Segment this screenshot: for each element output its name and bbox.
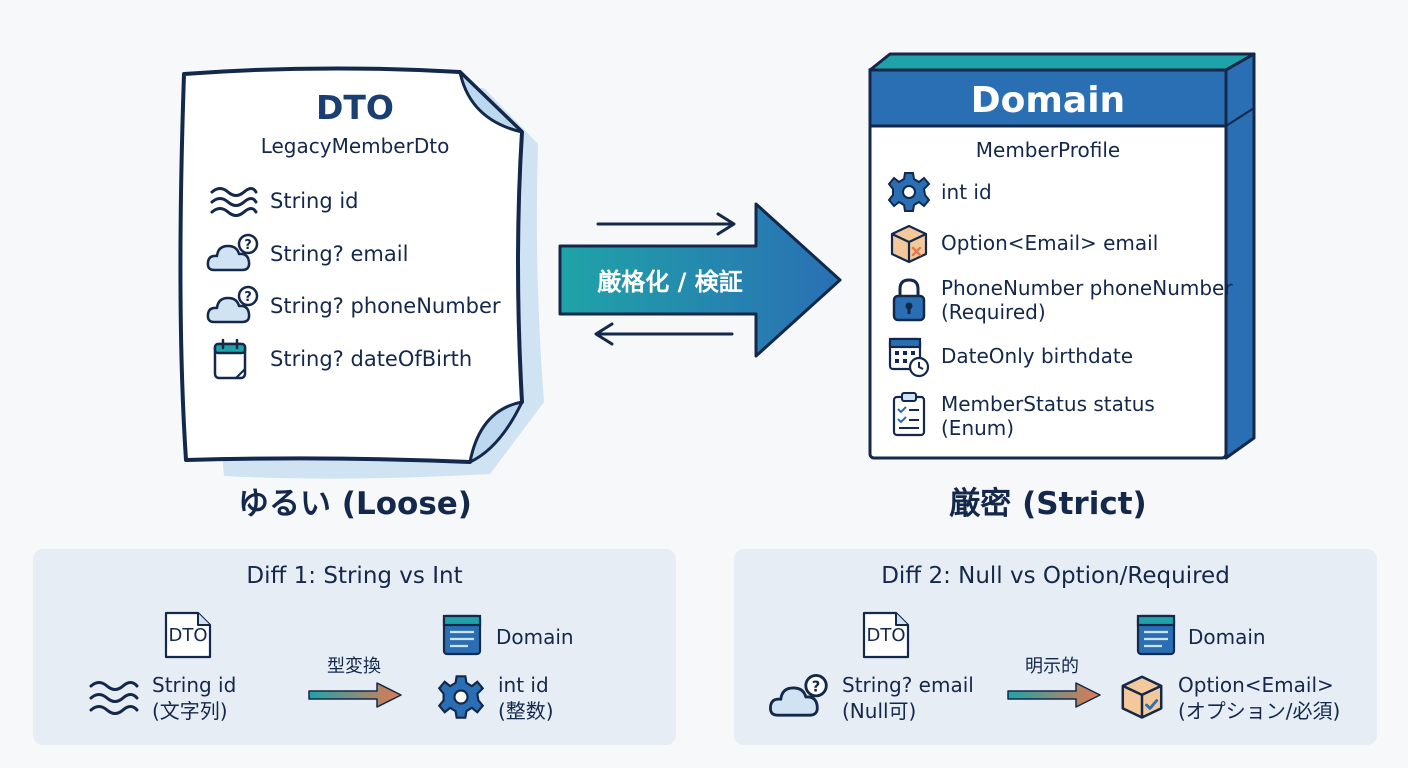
calendar-icon bbox=[213, 338, 247, 380]
box-check-icon bbox=[1121, 675, 1163, 719]
dto-document bbox=[178, 66, 544, 479]
diff2-to-line2: (オプション/必須) bbox=[1178, 699, 1341, 723]
doc-icon bbox=[862, 611, 910, 659]
dto-field-phone: String? phoneNumber bbox=[270, 294, 501, 318]
doc-icon bbox=[164, 611, 212, 659]
diff1-from-line2: (文字列) bbox=[152, 699, 228, 723]
dto-field-email: String? email bbox=[270, 242, 409, 266]
gear-icon bbox=[437, 675, 485, 719]
wave-icon bbox=[210, 187, 258, 217]
domain-field-phone-type: PhoneNumber phoneNumber bbox=[941, 276, 1233, 300]
diff2-to-text: Option<Email> (オプション/必須) bbox=[1178, 672, 1340, 724]
diff2-arrow bbox=[1007, 682, 1101, 708]
diff2-from-text: String? email (Null可) bbox=[842, 672, 974, 724]
svg-text:?: ? bbox=[812, 678, 821, 695]
transform-arrow bbox=[558, 202, 842, 358]
cloud-question-icon: ? bbox=[206, 233, 259, 272]
domain-box bbox=[868, 52, 1256, 460]
svg-text:?: ? bbox=[244, 238, 252, 253]
domain-field-phone: PhoneNumber phoneNumber (Required) bbox=[941, 276, 1233, 324]
diff2-panel bbox=[734, 549, 1377, 745]
diff2-to-tag: Domain bbox=[1188, 625, 1266, 649]
domain-field-phone-note: (Required) bbox=[941, 300, 1046, 324]
box-icon bbox=[890, 224, 928, 264]
domain-field-birthdate: DateOnly birthdate bbox=[941, 344, 1134, 368]
domain-field-status-note: (Enum) bbox=[941, 416, 1015, 440]
wave-icon bbox=[89, 681, 139, 715]
domain-field-id: int id bbox=[941, 180, 992, 204]
diff1-arrow bbox=[308, 682, 402, 708]
domain-field-email: Option<Email> email bbox=[941, 231, 1159, 255]
gear-icon bbox=[887, 172, 931, 212]
diff2-from-tag: DTO bbox=[866, 625, 906, 646]
diff1-from-tag: DTO bbox=[168, 625, 208, 646]
diff2-from-line1: String? email bbox=[842, 673, 974, 697]
diff1-to-text: int id (整数) bbox=[498, 672, 554, 724]
domain-icon bbox=[442, 614, 482, 656]
diff2-from-line2: (Null可) bbox=[842, 699, 917, 723]
diff1-from-line1: String id bbox=[152, 673, 237, 697]
dto-title: DTO bbox=[316, 88, 394, 127]
calendar-clock-icon bbox=[888, 337, 930, 378]
domain-icon bbox=[1136, 614, 1176, 656]
checklist-icon bbox=[892, 392, 926, 437]
diff2-title: Diff 2: Null vs Option/Required bbox=[881, 563, 1230, 589]
loose-caption: ゆるい (Loose) bbox=[238, 486, 472, 522]
diff1-to-tag: Domain bbox=[496, 625, 574, 649]
diff1-from-text: String id (文字列) bbox=[152, 672, 236, 724]
svg-text:?: ? bbox=[244, 290, 252, 305]
diff1-to-line1: int id bbox=[498, 673, 549, 697]
transform-label: 厳格化 / 検証 bbox=[597, 268, 743, 296]
dto-class-name: LegacyMemberDto bbox=[260, 134, 450, 158]
lock-icon bbox=[892, 278, 926, 322]
diff1-arrow-label: 型変換 bbox=[327, 656, 381, 677]
diff1-to-line2: (整数) bbox=[498, 699, 554, 723]
diff2-to-line1: Option<Email> bbox=[1178, 673, 1334, 697]
cloud-question-icon: ? bbox=[769, 673, 828, 717]
dto-field-id: String id bbox=[270, 189, 359, 213]
diff1-panel bbox=[33, 549, 676, 745]
cloud-question-icon: ? bbox=[206, 285, 259, 324]
diff2-arrow-label: 明示的 bbox=[1025, 656, 1079, 677]
domain-title: Domain bbox=[970, 80, 1126, 121]
domain-class-name: MemberProfile bbox=[975, 138, 1121, 162]
dto-field-dob: String? dateOfBirth bbox=[270, 347, 473, 371]
domain-field-status-type: MemberStatus status bbox=[941, 392, 1155, 416]
diff1-title: Diff 1: String vs Int bbox=[246, 563, 463, 589]
strict-caption: 厳密 (Strict) bbox=[949, 486, 1147, 522]
domain-field-status: MemberStatus status (Enum) bbox=[941, 392, 1155, 440]
